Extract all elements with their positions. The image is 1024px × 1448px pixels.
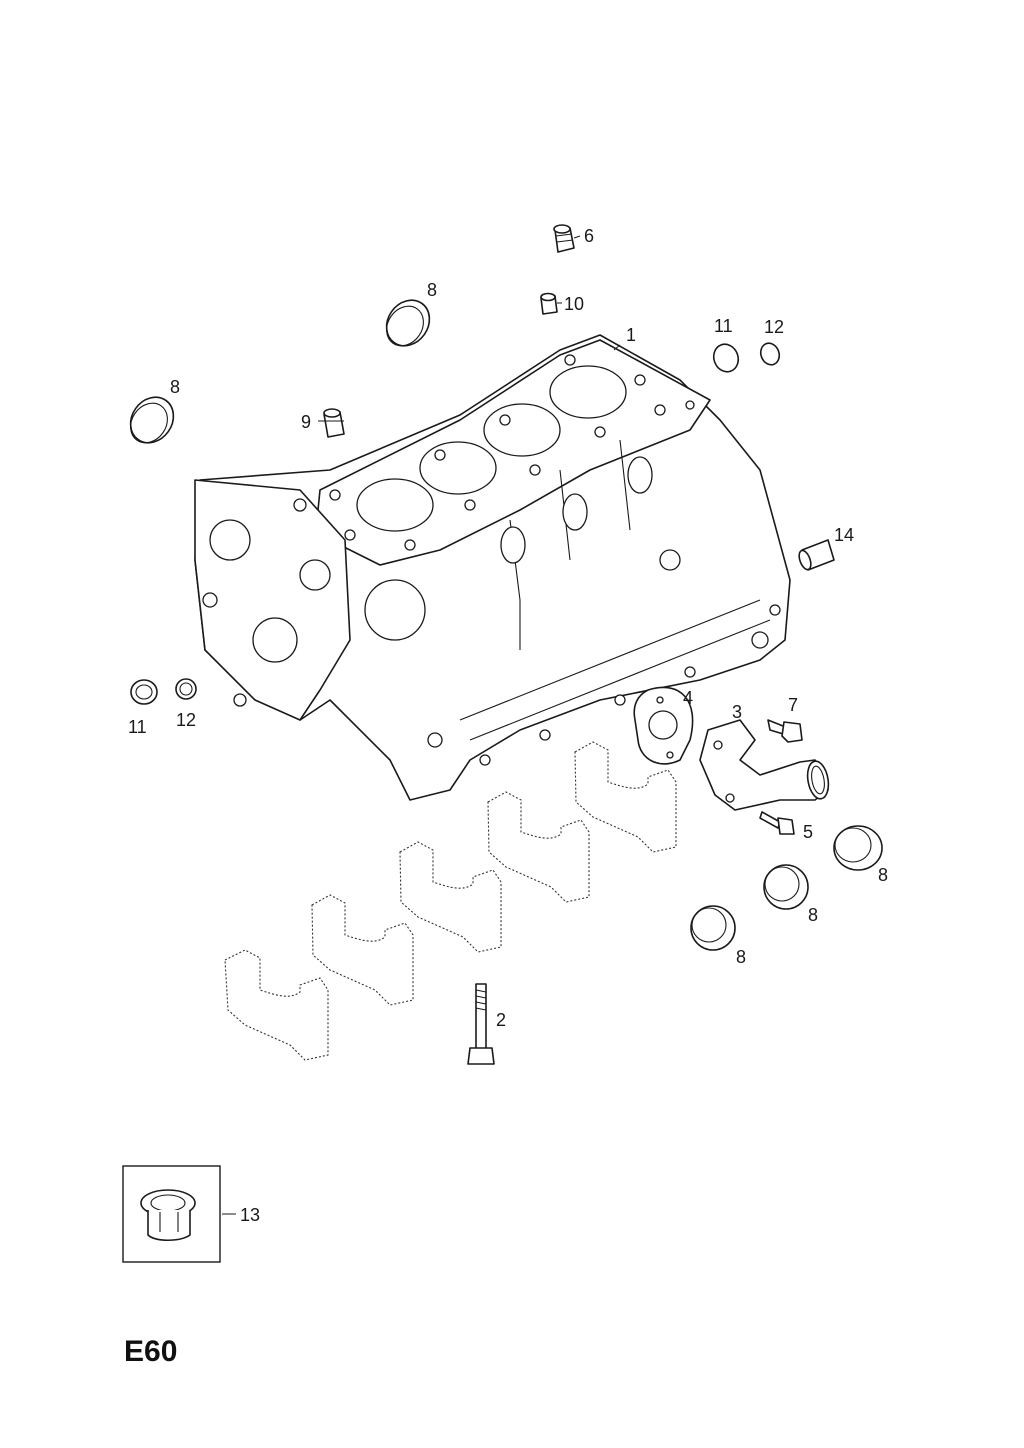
bolt-part-7[interactable] [767,719,803,743]
cup-plug-8-top[interactable] [378,292,438,354]
bearing-ring-8-a[interactable] [833,825,883,871]
callout-7: 7 [788,695,798,715]
bearing-cap-3 [399,841,502,953]
plug-part-9[interactable] [323,408,345,438]
bolt-part-5[interactable] [759,811,795,835]
bearing-ring-8-b[interactable] [763,864,809,910]
callout-3: 3 [732,702,742,722]
bearing-cap-5 [574,741,677,853]
bearing-cap-4 [487,791,590,903]
bearing-cap-1 [224,949,329,1061]
water-outlet-part-3[interactable] [699,719,831,811]
plug-part-11-left[interactable] [130,679,158,705]
callout-2: 2 [496,1010,506,1030]
callout-12-top: 12 [764,317,784,337]
plug-part-12-top[interactable] [758,341,782,368]
callout-4: 4 [683,688,693,708]
callout-10: 10 [564,294,584,314]
callout-13: 13 [240,1205,260,1225]
cylinder-block[interactable] [194,334,791,801]
callout-12-left: 12 [176,710,196,730]
callout-8-top: 8 [427,280,437,300]
page-code: E60 [124,1335,177,1368]
plug-part-12-left[interactable] [175,678,197,700]
callout-8-ring-b: 8 [808,905,818,925]
plug-part-14[interactable] [797,539,835,571]
callout-8-ring-c: 8 [736,947,746,967]
callout-8-left: 8 [170,377,180,397]
plug-part-11-top[interactable] [710,341,742,376]
gasket-part-4[interactable] [633,686,694,765]
bolt-part-2[interactable] [467,983,495,1065]
callout-9: 9 [301,412,311,432]
callout-14: 14 [834,525,854,545]
bearing-cap-2 [311,894,414,1006]
inset-box-part-13 [122,1165,221,1263]
callout-11-top: 11 [714,316,733,336]
callout-1: 1 [626,325,636,345]
leader-lines [222,235,621,1215]
plug-part-6[interactable] [553,224,575,253]
callout-11-left: 11 [128,717,147,737]
cup-plug-8-left[interactable] [122,389,182,451]
callout-5: 5 [803,822,813,842]
plug-part-10[interactable] [540,292,558,315]
callout-8-ring-a: 8 [878,865,888,885]
bearing-ring-8-c[interactable] [690,905,736,951]
callout-6: 6 [584,226,594,246]
